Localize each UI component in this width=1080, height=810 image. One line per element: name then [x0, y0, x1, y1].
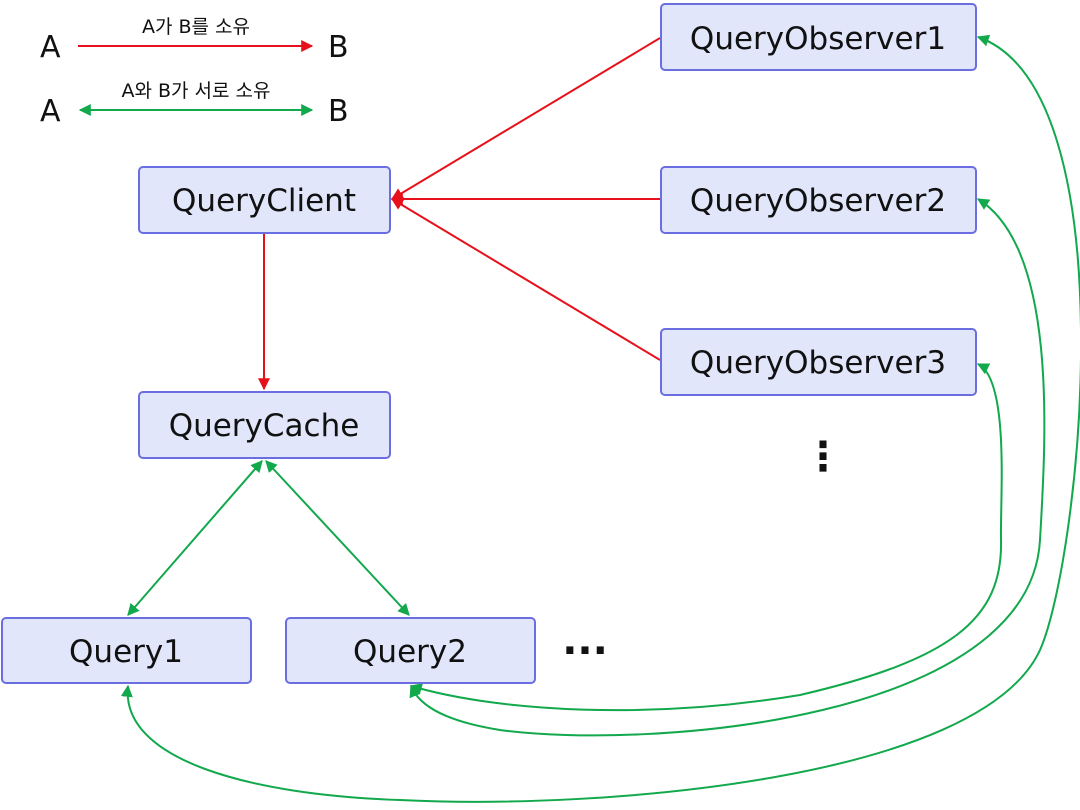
- edge-observer3-to-client: [390, 198, 661, 361]
- legend-mutual-a: A: [40, 94, 61, 129]
- node-query1: Query1: [1, 617, 252, 684]
- node-query-client: QueryClient: [138, 166, 391, 234]
- node-observer3-label: QueryObserver3: [690, 345, 946, 381]
- legend-owns-caption: A가 B를 소유: [142, 16, 250, 38]
- legend: A A가 B를 소유 B A A와 B가 서로 소유 B: [40, 16, 349, 129]
- mutual-edges: [120, 34, 1080, 803]
- legend-owns-b: B: [328, 30, 349, 65]
- node-observer1: QueryObserver1: [660, 3, 977, 71]
- legend-mutual: A A와 B가 서로 소유 B: [40, 80, 349, 129]
- node-observer3: QueryObserver3: [660, 328, 977, 396]
- queries-more-ellipsis: ···: [562, 628, 608, 674]
- edge-observer1-to-client: [390, 37, 661, 200]
- edge-observer3-query2: [409, 363, 1003, 712]
- node-observer2: QueryObserver2: [660, 166, 977, 234]
- observers-more-ellipsis: ⋮: [803, 434, 843, 480]
- node-query-cache: QueryCache: [138, 391, 391, 459]
- legend-mutual-caption: A와 B가 서로 소유: [121, 80, 270, 102]
- legend-owns: A A가 B를 소유 B: [40, 16, 349, 65]
- edge-cache-query1: [127, 460, 263, 616]
- node-observer1-label: QueryObserver1: [690, 21, 946, 57]
- node-query-cache-label: QueryCache: [169, 408, 360, 444]
- node-query-client-label: QueryClient: [172, 183, 356, 219]
- edge-observer1-query1: [120, 34, 1080, 803]
- node-query2: Query2: [285, 617, 536, 684]
- edge-cache-query2: [265, 460, 410, 616]
- node-query2-label: Query2: [353, 634, 467, 670]
- legend-mutual-b: B: [328, 94, 349, 129]
- node-observer2-label: QueryObserver2: [690, 183, 946, 219]
- legend-owns-a: A: [40, 30, 61, 65]
- node-query1-label: Query1: [69, 634, 183, 670]
